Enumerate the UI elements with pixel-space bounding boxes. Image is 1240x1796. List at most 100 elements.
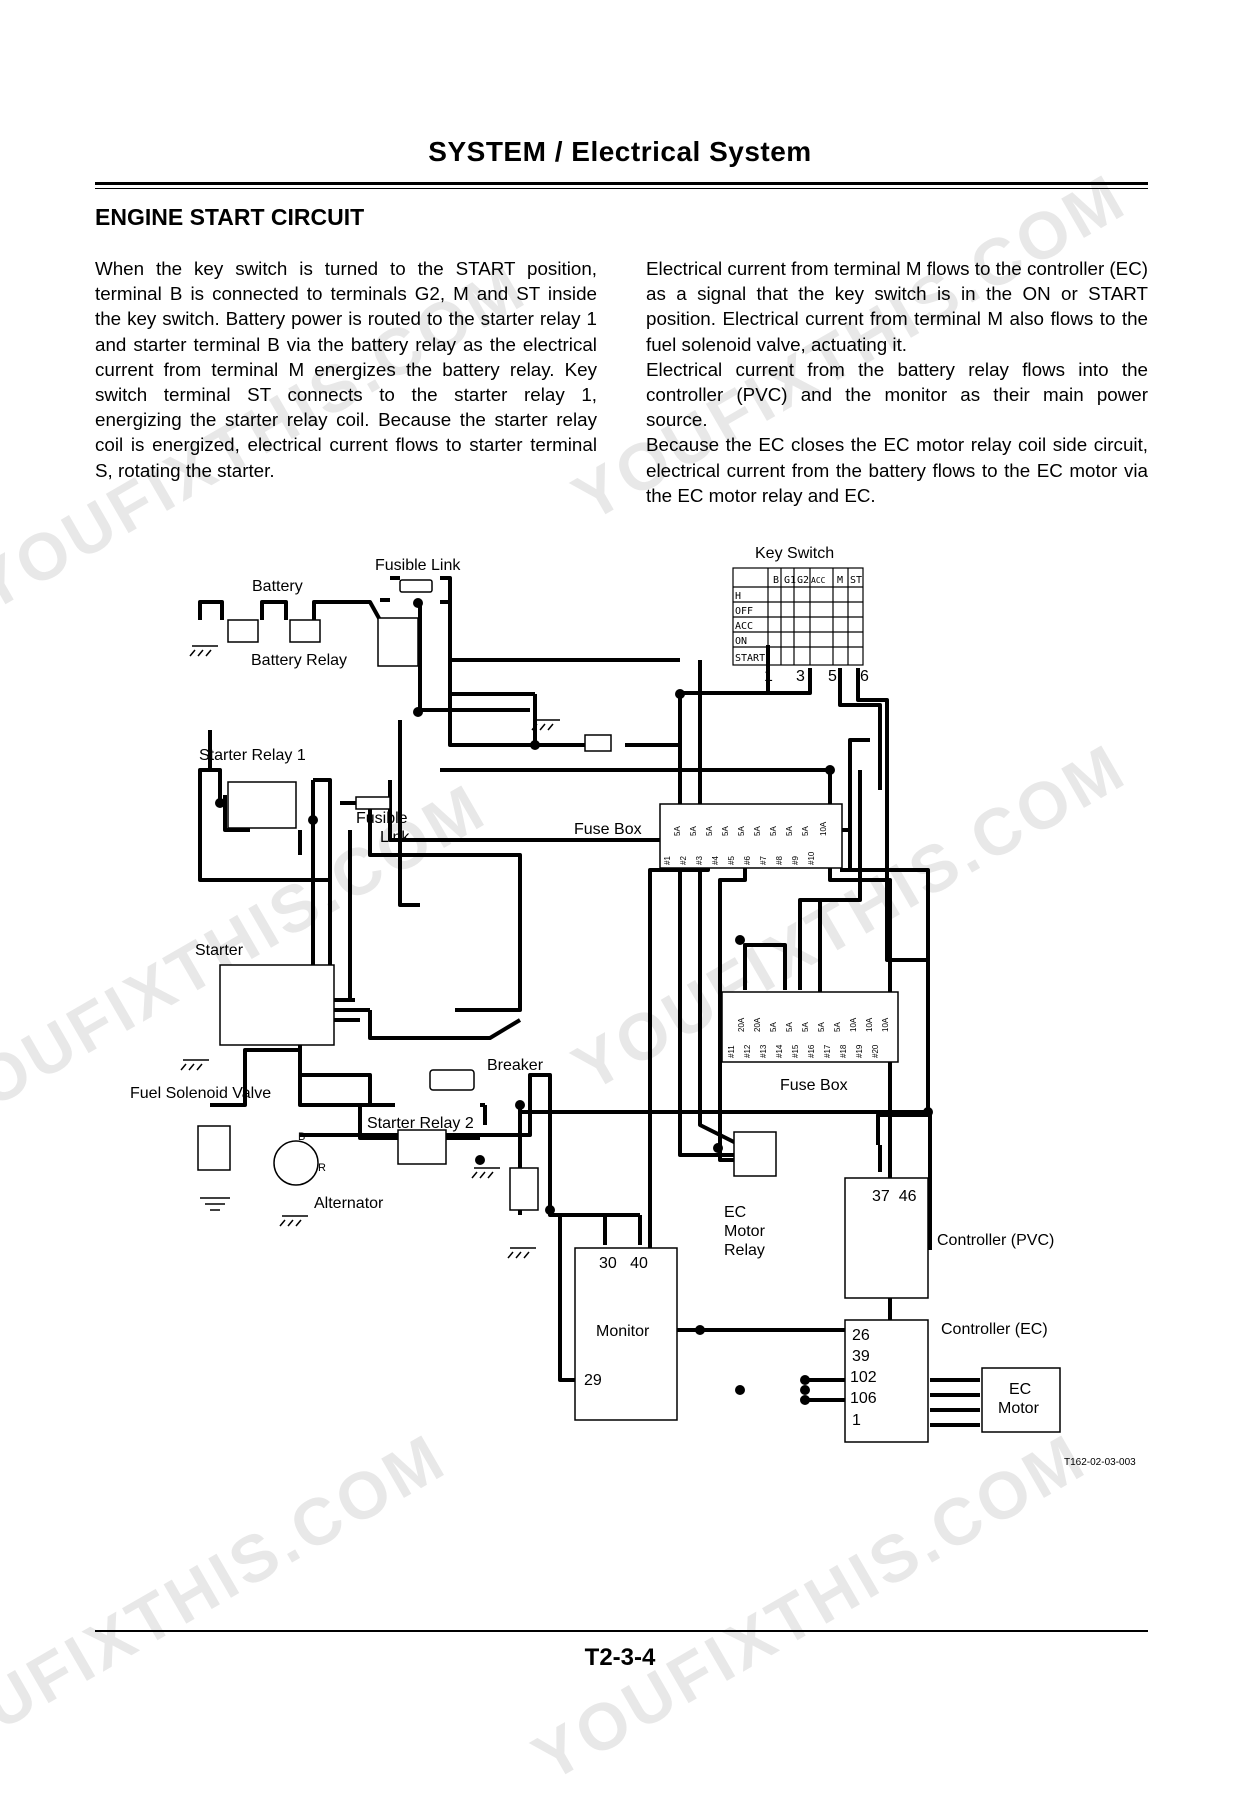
junction-dots [215, 598, 933, 1405]
controller-ec-box [844, 1319, 929, 1443]
svg-text:#1: #1 [663, 856, 672, 865]
svg-text:10A: 10A [819, 821, 828, 836]
svg-text:#2: #2 [679, 856, 688, 865]
svg-text:ACC: ACC [811, 576, 826, 585]
page-number: T2-3-4 [584, 1644, 656, 1671]
diode-symbol [584, 734, 612, 752]
label-fuel-solenoid-valve: Fuel Solenoid Valve [130, 1085, 271, 1102]
svg-text:5A: 5A [753, 826, 762, 836]
svg-text:5A: 5A [833, 1022, 842, 1032]
svg-text:5A: 5A [769, 1022, 778, 1032]
diagram-labels: Fusible Link Battery Battery Relay Key S… [130, 545, 1136, 1468]
label-ec-motor-relay: Relay [724, 1242, 765, 1259]
svg-text:G1: G1 [784, 575, 796, 586]
svg-text:#3: #3 [695, 856, 704, 865]
label-ec-motor: Motor [998, 1400, 1040, 1417]
component-outlines [197, 579, 1061, 1443]
label-battery: Battery [252, 578, 303, 595]
svg-text:5A: 5A [801, 1022, 810, 1032]
alternator-symbol [273, 1140, 319, 1186]
label-fuse-box-1: Fuse Box [574, 821, 642, 838]
svg-text:#5: #5 [727, 856, 736, 865]
fuse-box-2 [721, 991, 899, 1063]
svg-text:#7: #7 [759, 856, 768, 865]
fuse-box-1-labels: #1 #2 #3 #4 #5 #6 #7 #8 #9 #10 5A 5A 5A … [663, 821, 828, 865]
label-starter-relay-1: Starter Relay 1 [199, 747, 306, 764]
footer-rule [95, 1630, 1148, 1632]
svg-text:#13: #13 [759, 1044, 768, 1058]
label-battery-relay: Battery Relay [251, 652, 347, 669]
svg-text:#4: #4 [711, 856, 720, 865]
starter-box [219, 964, 335, 1046]
label-ec-motor-relay: Motor [724, 1223, 766, 1240]
label-starter-relay-2: Starter Relay 2 [367, 1115, 474, 1132]
controller-pvc-box [844, 1177, 929, 1299]
svg-text:5A: 5A [721, 826, 730, 836]
svg-text:#6: #6 [743, 856, 752, 865]
label-monitor: Monitor [596, 1323, 650, 1340]
label-monitor-pin-29: 29 [584, 1372, 602, 1389]
figure-id: T162-02-03-003 [1064, 1457, 1136, 1468]
paragraph: Because the EC closes the EC motor relay… [646, 434, 1148, 506]
svg-text:20A: 20A [753, 1017, 762, 1032]
monitor-box [574, 1247, 678, 1421]
svg-text:5A: 5A [785, 1022, 794, 1032]
paragraph: Electrical current from the battery rela… [646, 358, 1148, 431]
label-fusible-link: Fusible Link [375, 557, 461, 574]
battery-cell [289, 619, 321, 643]
paragraph: When the key switch is turned to the STA… [95, 258, 597, 481]
svg-text:START: START [735, 653, 765, 664]
svg-text:OFF: OFF [735, 606, 753, 617]
svg-text:#9: #9 [791, 856, 800, 865]
svg-text:#14: #14 [775, 1044, 784, 1058]
fusible-link-symbol [399, 579, 433, 593]
label-starter: Starter [195, 942, 244, 959]
svg-text:#19: #19 [855, 1044, 864, 1058]
paragraph: Electrical current from terminal M flows… [646, 258, 1149, 355]
ec-motor-relay-box [733, 1131, 777, 1177]
fusible-link-2-symbol [355, 796, 391, 810]
svg-text:5A: 5A [737, 826, 746, 836]
svg-text:5A: 5A [801, 826, 810, 836]
label-controller-pvc: Controller (PVC) [937, 1232, 1054, 1249]
svg-text:M: M [837, 575, 843, 586]
key-switch-terminal: 5 [828, 668, 837, 685]
section-title: ENGINE START CIRCUIT [95, 204, 365, 230]
label-fusible-link-2: Fusible [356, 810, 408, 827]
svg-text:#16: #16 [807, 1044, 816, 1058]
starter-relay-2-box [397, 1129, 447, 1165]
header-rule-thick [95, 182, 1148, 185]
battery-relay-box [377, 617, 419, 667]
header-rule-thin [95, 188, 1148, 189]
key-switch-headers: B G1 G2 ACC M ST H OFF ACC ON START [735, 575, 862, 664]
label-ec-pin: 1 [852, 1412, 861, 1429]
svg-text:#12: #12 [743, 1044, 752, 1058]
svg-text:5A: 5A [673, 826, 682, 836]
label-ec-pin: 106 [850, 1390, 877, 1407]
svg-text:#20: #20 [871, 1044, 880, 1058]
ground-symbols [180, 645, 560, 1259]
label-ec-motor: EC [1009, 1381, 1031, 1398]
label-fusible-link-2: Link [380, 829, 410, 846]
ec-motor-box [981, 1367, 1061, 1433]
svg-text:B: B [773, 575, 779, 586]
svg-text:10A: 10A [865, 1017, 874, 1032]
svg-text:ST: ST [850, 575, 862, 586]
label-alternator: Alternator [314, 1195, 384, 1212]
breaker-symbol [429, 1069, 475, 1091]
label-controller-ec: Controller (EC) [941, 1321, 1048, 1338]
label-ec-pin: 26 [852, 1327, 870, 1344]
page-header: SYSTEM / Electrical System [428, 136, 812, 167]
label-monitor-pins: 30 40 [599, 1255, 648, 1272]
svg-text:20A: 20A [737, 1017, 746, 1032]
svg-text:10A: 10A [881, 1017, 890, 1032]
label-alt-r: R [318, 1162, 326, 1174]
label-ec-pin: 39 [852, 1348, 870, 1365]
key-switch-terminal: 1 [764, 668, 773, 685]
svg-text:G2: G2 [797, 575, 809, 586]
svg-text:#18: #18 [839, 1044, 848, 1058]
diode-symbol [509, 1167, 539, 1211]
svg-text:#8: #8 [775, 856, 784, 865]
label-fuse-box-2: Fuse Box [780, 1077, 848, 1094]
label-pvc-pins: 37 46 [872, 1188, 917, 1205]
